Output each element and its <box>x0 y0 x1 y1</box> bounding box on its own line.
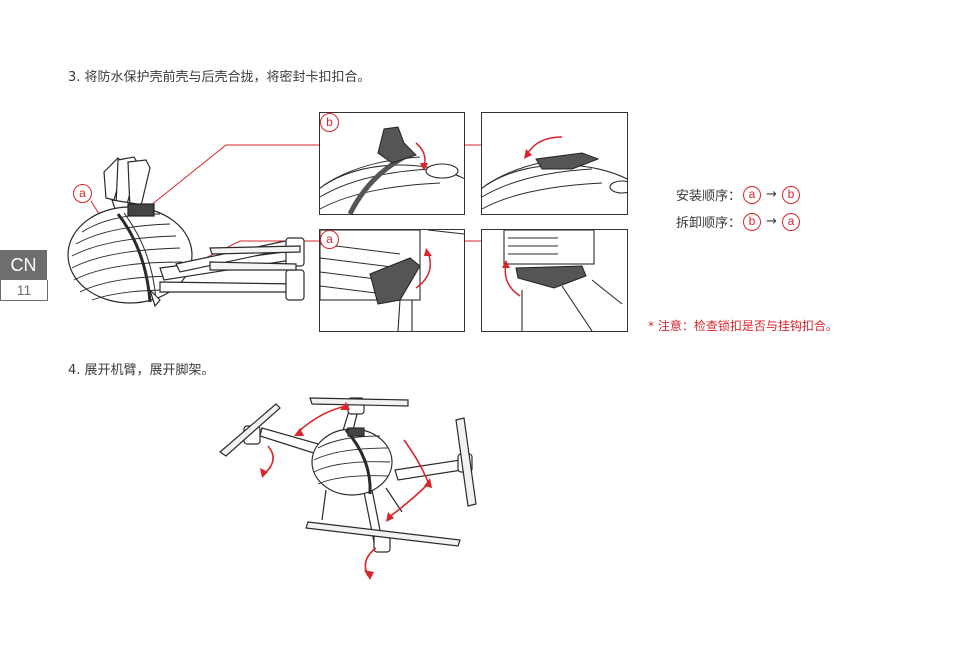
install-second-label: b <box>781 185 800 204</box>
unfolded-drone <box>219 397 477 553</box>
remove-first-label: b <box>743 212 762 231</box>
install-arrow: → <box>766 187 777 202</box>
step-3-instruction: 3. 将防水保护壳前壳与后壳合拢，将密封卡扣扣合。 <box>68 70 371 85</box>
unfold-arrows <box>263 405 429 577</box>
remove-second-label: a <box>781 212 800 231</box>
label-a-detail: a <box>320 230 339 249</box>
install-order-label: 安装顺序： <box>676 189 742 204</box>
label-a-main: a <box>73 184 92 203</box>
language-code: CN <box>0 250 47 280</box>
detail-clasp-b-step1 <box>319 112 465 215</box>
folded-drone-with-case <box>67 156 305 308</box>
detail-clasp-a-step1 <box>319 229 465 332</box>
remove-order-label: 拆卸顺序： <box>676 216 742 231</box>
clasp-check-note: * 注意：检查锁扣是否与挂钩扣合。 <box>648 319 838 333</box>
unfold-arrowheads <box>260 402 432 580</box>
step-4-instruction: 4. 展开机臂，展开脚架。 <box>68 363 215 378</box>
install-first-label: a <box>743 185 762 204</box>
detail-clasp-a-step2 <box>481 229 628 332</box>
install-order: 安装顺序： a → b <box>676 185 802 204</box>
detail-clasp-b-step2 <box>481 112 628 215</box>
label-b-detail: b <box>320 113 339 132</box>
remove-order: 拆卸顺序： b → a <box>676 212 802 231</box>
remove-arrow: → <box>766 214 777 229</box>
page-number: 11 <box>0 280 48 301</box>
language-page-tab: CN 11 <box>0 250 48 301</box>
